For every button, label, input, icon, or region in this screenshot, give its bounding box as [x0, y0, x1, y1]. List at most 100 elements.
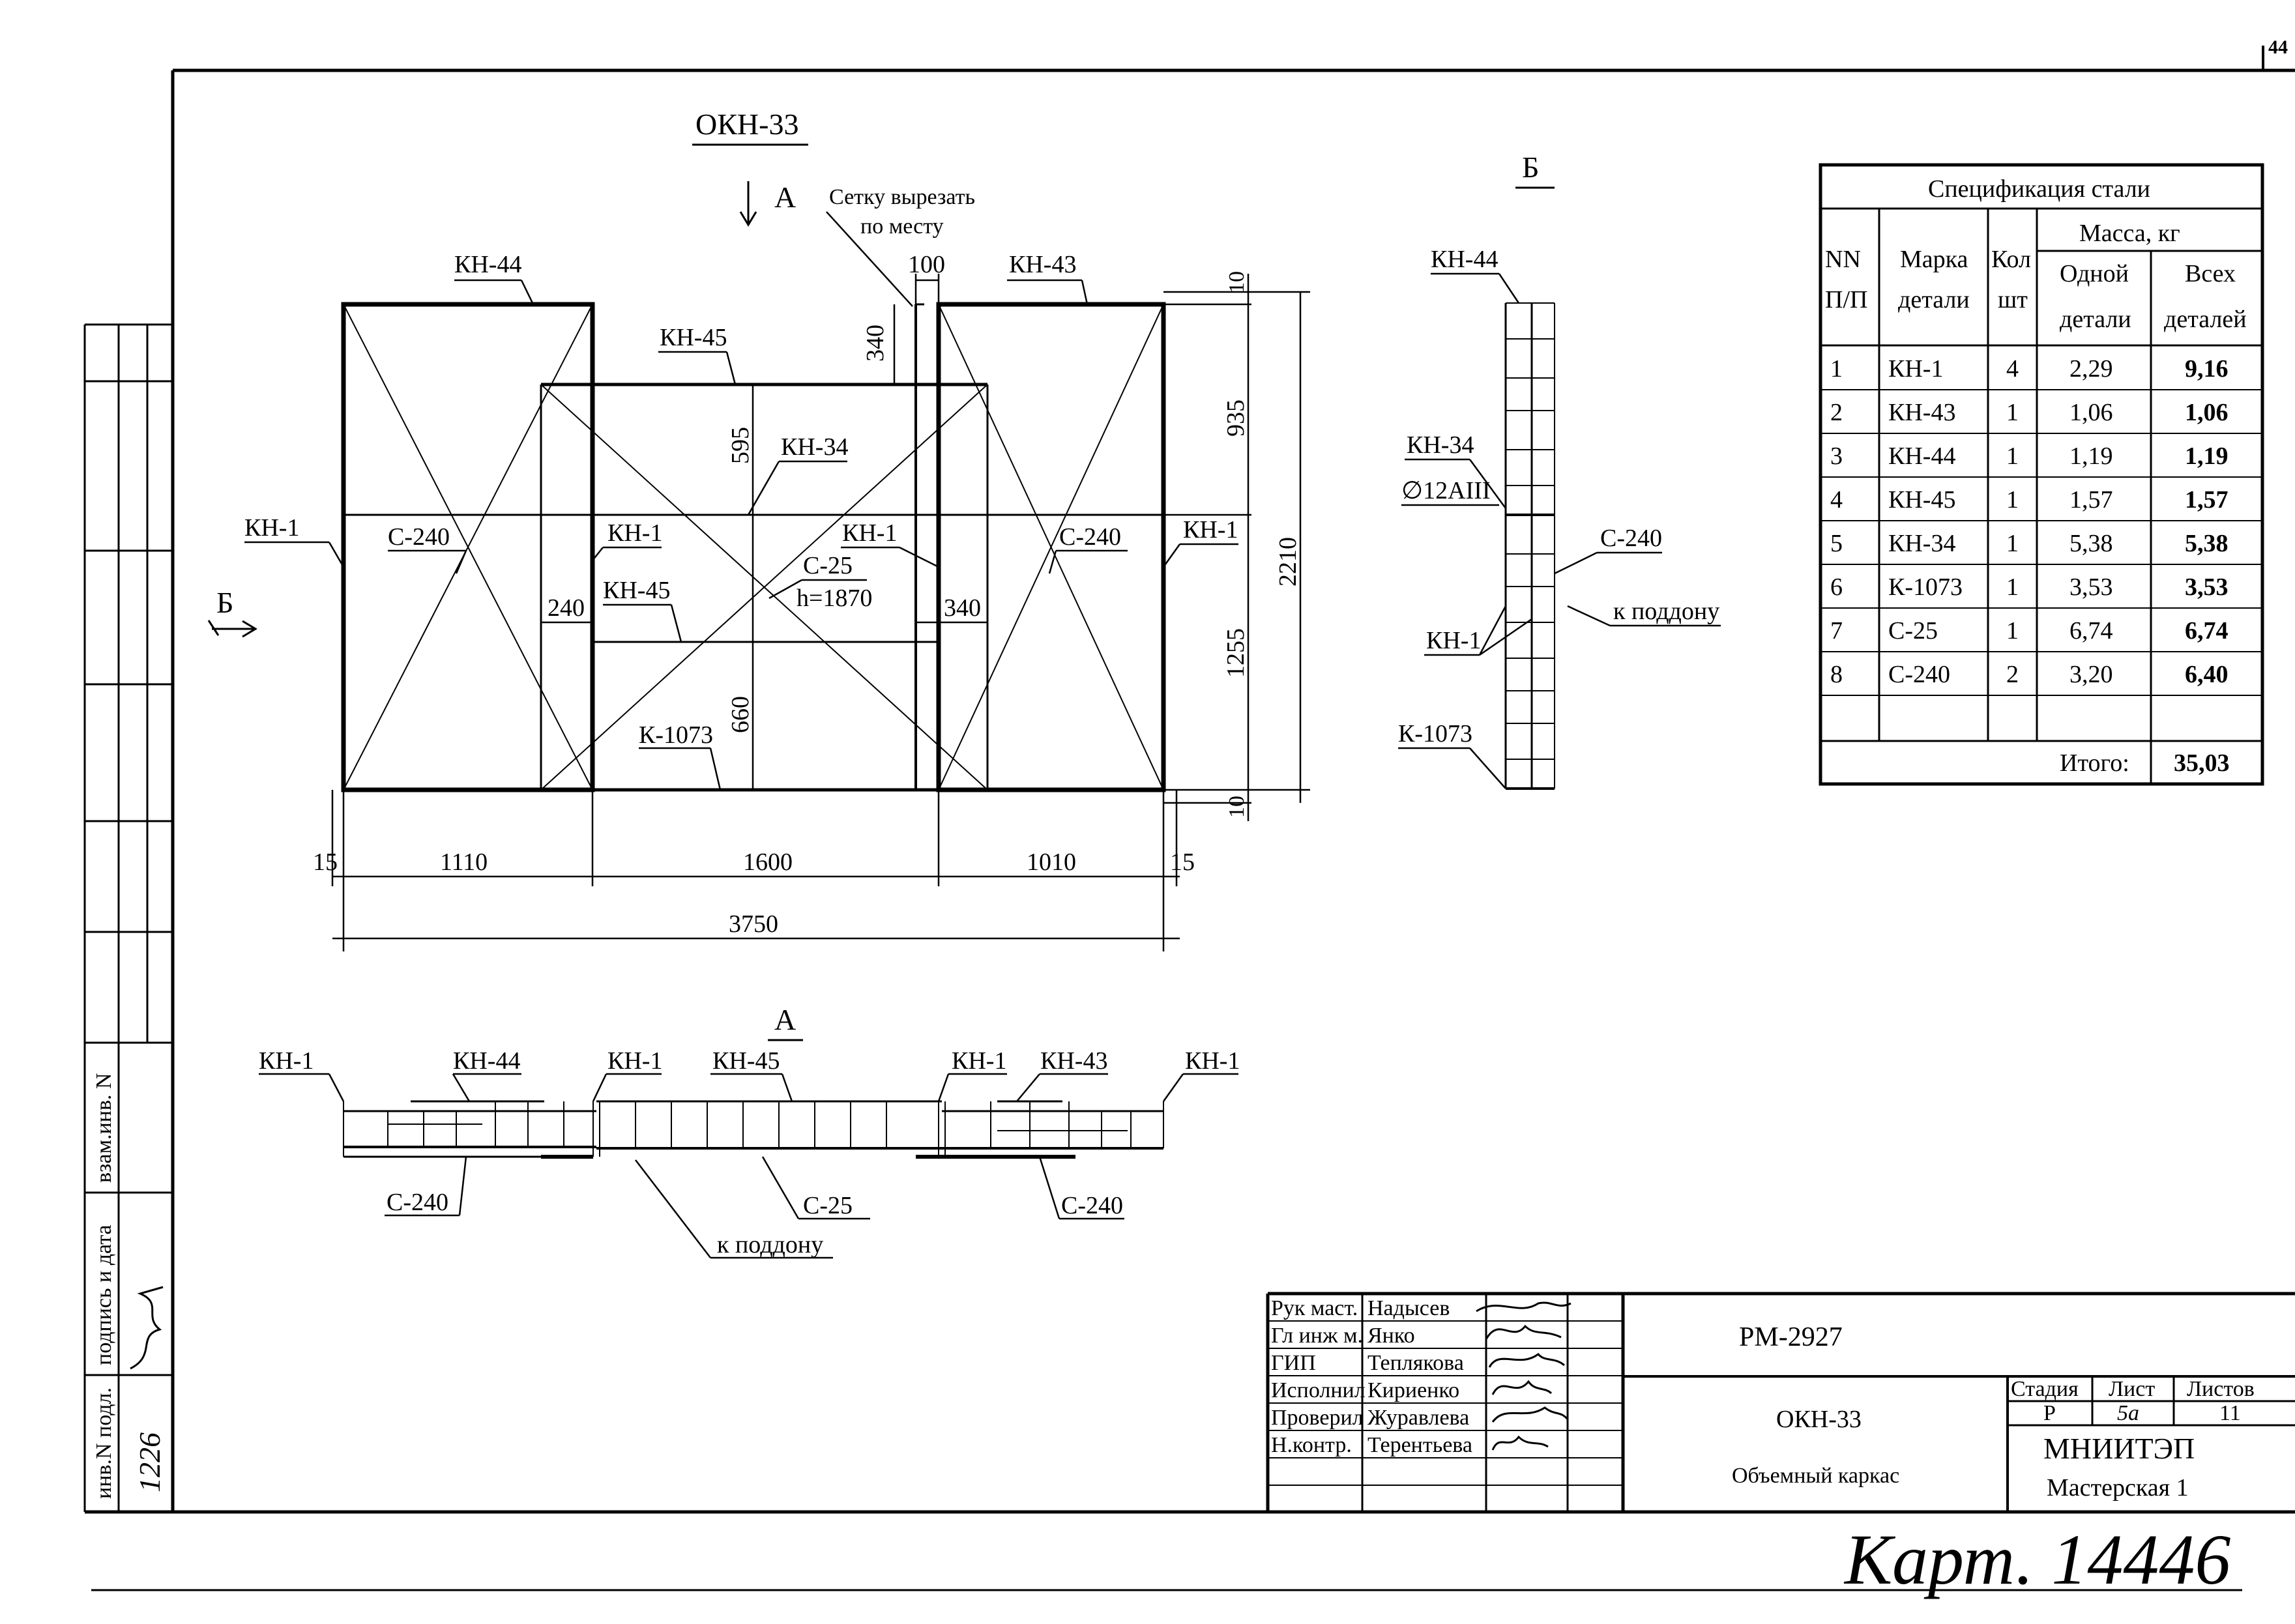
tb-role: Исполнил — [1271, 1378, 1366, 1402]
spec-cell-mark: С-25 — [1888, 617, 1938, 645]
label-c25: С-25 — [803, 552, 853, 579]
dim-595: 595 — [727, 427, 754, 464]
stamp-inv-number-handwritten: 1226 — [133, 1432, 166, 1492]
dim-10-bottom: 10 — [1225, 796, 1249, 818]
spec-row: 5 КН-34 1 5,38 5,38 — [1830, 530, 2229, 557]
side-stamp — [83, 323, 173, 1512]
stamp-sign-date: подпись и дата — [92, 1225, 116, 1365]
tb-name: Кириенко — [1367, 1378, 1459, 1402]
tb-item: ОКН-33 — [1776, 1406, 1862, 1433]
label-kn44: КН-44 — [454, 251, 521, 278]
section-b-title: Б — [1522, 151, 1539, 184]
spec-table-rows: 1 КН-1 4 2,29 9,16 2 КН-43 1 1,06 1,06 3… — [1830, 355, 2230, 777]
label-k1073: К-1073 — [639, 721, 713, 749]
section-a-kn44: КН-44 — [453, 1047, 520, 1075]
tb-stage-label: Стадия — [2011, 1377, 2079, 1401]
tb-sheet: 5а — [2117, 1401, 2139, 1425]
dim-10-top: 10 — [1225, 271, 1249, 293]
main-labels: КН-44 КН-43 КН-45 КН-34 КН-1 С-240 КН-1 … — [244, 251, 1238, 749]
spec-col-mark-2: детали — [1898, 286, 1970, 313]
section-b-kn44: КН-44 — [1431, 246, 1498, 273]
spec-cell-one: 3,20 — [2069, 661, 2113, 688]
tb-stage: Р — [2043, 1401, 2056, 1425]
tb-description: Объемный каркас — [1732, 1464, 1899, 1488]
spec-cell-mark: КН-44 — [1888, 442, 1955, 470]
tb-role: Проверил — [1271, 1406, 1364, 1430]
spec-col-mass: Масса, кг — [2079, 220, 2180, 247]
spec-cell-qty: 1 — [2006, 399, 2019, 426]
spec-col-nn-2: П/П — [1825, 286, 1867, 313]
section-a-kn43: КН-43 — [1040, 1047, 1107, 1075]
dim-935: 935 — [1222, 399, 1250, 437]
spec-cell-all: 1,06 — [2185, 399, 2229, 426]
tb-role: Н.контр. — [1271, 1433, 1352, 1457]
tb-role: Гл инж м. — [1271, 1324, 1363, 1348]
section-b-leaders — [1398, 272, 1721, 789]
spec-cell-qty: 2 — [2006, 661, 2019, 688]
tb-workshop: Мастерская 1 — [2047, 1474, 2189, 1501]
spec-cell-all: 6,40 — [2185, 661, 2229, 688]
dim-15-right: 15 — [1170, 848, 1195, 876]
tb-sheets: 11 — [2219, 1401, 2241, 1425]
spec-cell-n: 1 — [1830, 355, 1843, 383]
section-b-k1073: К-1073 — [1398, 720, 1472, 747]
label-kn1-mid-left: КН-1 — [607, 519, 662, 547]
spec-table-header: Спецификация стали NN П/П Марка детали К… — [1825, 175, 2247, 333]
label-kn34: КН-34 — [781, 433, 848, 461]
spec-title: Спецификация стали — [1928, 175, 2150, 203]
spec-cell-n: 7 — [1830, 617, 1843, 645]
spec-cell-one: 1,06 — [2069, 399, 2113, 426]
section-b-to-pallet: к поддону — [1613, 598, 1719, 625]
tb-role: Рук маст. — [1271, 1296, 1358, 1320]
spec-cell-all: 1,19 — [2185, 442, 2229, 470]
label-c240-left: С-240 — [388, 523, 450, 551]
spec-cell-all: 5,38 — [2185, 530, 2229, 557]
spec-table-grid — [1819, 163, 2264, 786]
spec-col-mark-1: Марка — [1900, 246, 1968, 273]
section-b-kn34: КН-34 — [1407, 431, 1474, 459]
spec-cell-all: 3,53 — [2185, 573, 2229, 601]
tb-role: ГИП — [1271, 1351, 1316, 1375]
label-h1870: h=1870 — [797, 585, 872, 612]
cut-note-line1: Сетку вырезать — [829, 185, 975, 209]
page-number: 44 — [2268, 36, 2288, 58]
spec-cell-all: 6,74 — [2185, 617, 2229, 645]
tb-name: Янко — [1367, 1324, 1415, 1348]
section-b-kn1: КН-1 — [1426, 627, 1481, 654]
spec-cell-n: 6 — [1830, 573, 1843, 601]
spec-cell-n: 3 — [1830, 442, 1843, 470]
dim-15-left: 15 — [313, 848, 338, 876]
section-a-kn45: КН-45 — [712, 1047, 780, 1075]
spec-cell-all: 9,16 — [2185, 355, 2229, 383]
title-block-grid — [1266, 1292, 2295, 1512]
section-b-c240: С-240 — [1600, 525, 1662, 552]
spec-col-qty-1: Кол — [1991, 246, 2031, 273]
tb-code: РМ-2927 — [1739, 1322, 1843, 1352]
stamp-inv-replacement: взам.инв. N — [92, 1073, 116, 1183]
dim-240: 240 — [548, 594, 585, 622]
spec-cell-one: 2,29 — [2069, 355, 2113, 383]
section-a-kn1-2: КН-1 — [607, 1047, 662, 1075]
section-a-leaders — [259, 1073, 1238, 1259]
section-b-rebar: ∅12АIII — [1401, 477, 1491, 504]
spec-row: 4 КН-45 1 1,57 1,57 — [1830, 486, 2229, 514]
section-a-c240-left: С-240 — [387, 1189, 448, 1216]
dim-1010: 1010 — [1027, 848, 1076, 876]
section-a-c25: С-25 — [803, 1192, 853, 1219]
tb-name: Терентьева — [1367, 1433, 1472, 1457]
label-kn43: КН-43 — [1009, 251, 1076, 278]
dim-1255: 1255 — [1222, 628, 1250, 678]
spec-row: 6 К-1073 1 3,53 3,53 — [1830, 573, 2229, 601]
spec-cell-one: 5,38 — [2069, 530, 2113, 557]
spec-cell-mark: С-240 — [1888, 661, 1950, 688]
stamp-inv-original: инв.N подл. — [92, 1387, 116, 1499]
tb-sheets-label: Листов — [2187, 1377, 2255, 1401]
dim-340-v: 340 — [862, 325, 889, 362]
dim-1600: 1600 — [743, 848, 793, 876]
spec-col-all-1: Всех — [2185, 260, 2236, 287]
cut-note-line2: по месту — [860, 214, 944, 239]
spec-total-value: 35,03 — [2174, 749, 2230, 777]
spec-cell-mark: КН-43 — [1888, 399, 1955, 426]
tb-sheet-label: Лист — [2109, 1377, 2155, 1401]
